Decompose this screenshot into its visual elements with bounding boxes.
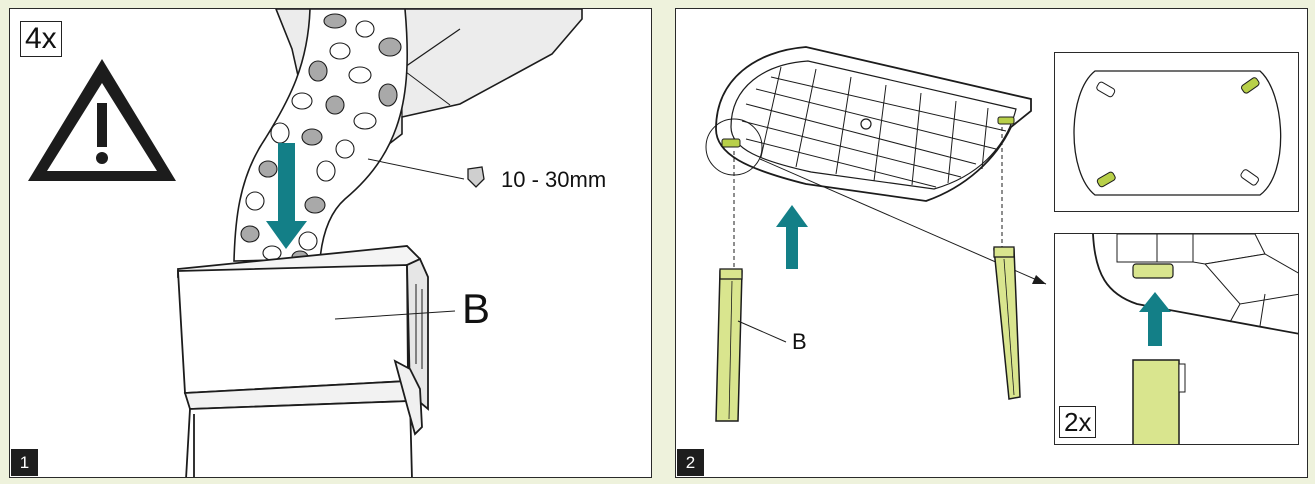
lift-direction-arrow — [776, 205, 808, 269]
leg-closeup-inset: 2x — [1054, 233, 1299, 445]
step-number-badge: 1 — [11, 449, 38, 476]
pad-position-diagram — [1073, 70, 1282, 196]
closeup-leg — [1132, 359, 1186, 444]
part-b-label: B — [462, 285, 491, 332]
step-1-panel: 4x 10 - 30mm B 1 — [9, 8, 652, 478]
leg-closeup-diagram — [1092, 234, 1298, 444]
step-1-illustration — [28, 9, 583, 477]
container-b — [177, 245, 456, 477]
plate-grid — [741, 66, 1007, 188]
stone-size-label: 10 - 30mm — [501, 167, 607, 192]
closeup-pad — [1132, 263, 1174, 279]
pad-bottom-left — [1096, 171, 1116, 188]
warning-triangle-icon — [28, 59, 176, 181]
plate-pad-right — [997, 116, 1015, 125]
stone-size-leader — [367, 158, 465, 180]
pad-position-inset — [1054, 52, 1299, 212]
base-plate — [715, 46, 1032, 202]
leg-left — [715, 268, 743, 422]
quantity-box: 4x — [20, 21, 62, 57]
stone-size-icon — [467, 166, 485, 188]
pad-top-left — [1096, 81, 1116, 98]
leg-right — [993, 246, 1021, 400]
gravel-stones — [240, 13, 402, 264]
step-2-illustration — [705, 46, 1047, 422]
inset-quantity-box: 2x — [1059, 406, 1097, 438]
step-number-badge: 2 — [677, 449, 704, 476]
pad-top-right — [1241, 77, 1260, 94]
pour-direction-arrow — [266, 143, 307, 249]
step-2-panel: B — [675, 8, 1308, 478]
plate-pad-left — [721, 138, 741, 148]
leg-b-leader — [737, 320, 787, 343]
insert-direction-arrow — [1139, 292, 1171, 346]
leg-b-label: B — [792, 329, 807, 354]
pad-bottom-right — [1240, 169, 1259, 186]
